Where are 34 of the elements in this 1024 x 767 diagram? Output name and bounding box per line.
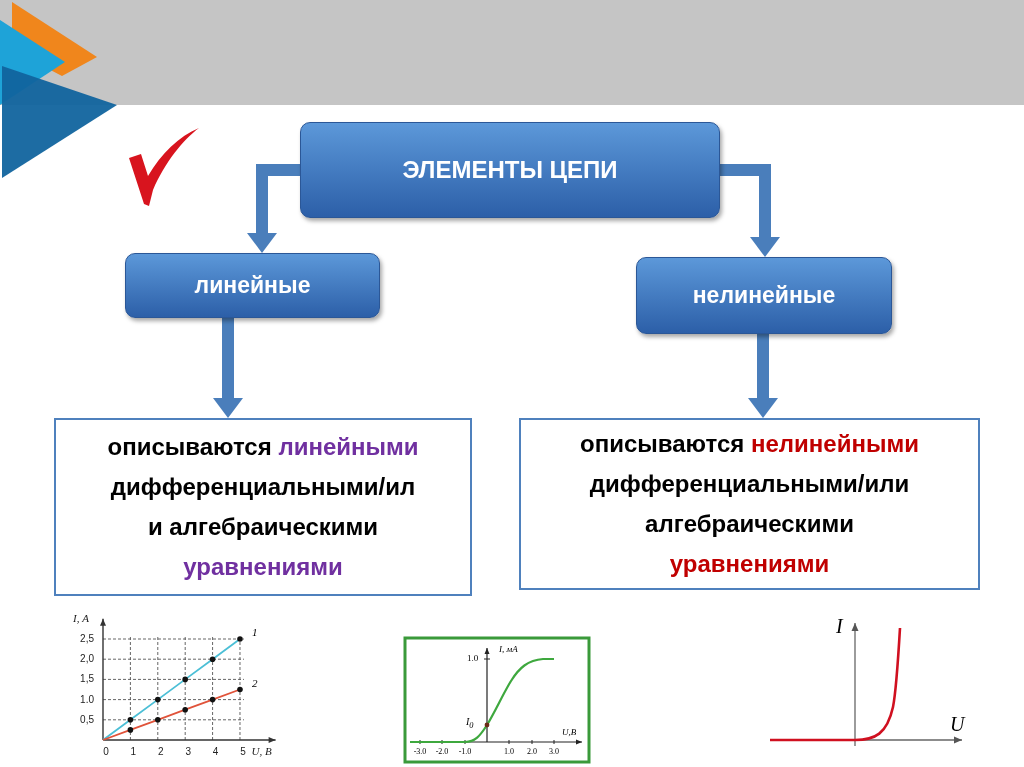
y-tick-label: 1,5 <box>80 674 94 685</box>
description-box: описываются нелинейными дифференциальными/или алгебраическими уравнениями <box>519 418 980 590</box>
x-tick-label: 2 <box>158 747 164 757</box>
y-tick-label: 2,0 <box>80 654 94 665</box>
x-tick-label: -3.0 <box>413 748 427 756</box>
series-label: 2 <box>251 677 258 689</box>
y-tick-label: 0,5 <box>80 714 94 725</box>
description-box: описываются линейными дифференциальными/ил и алгебраическими уравнениями <box>54 418 472 596</box>
arrow <box>213 318 243 418</box>
x-tick-label: 5 <box>240 747 246 757</box>
axis-title: I, мА <box>499 645 518 654</box>
category-box: нелинейные <box>636 257 892 334</box>
y-tick-label: 1.0 <box>467 654 479 663</box>
x-tick-label: -2.0 <box>435 748 449 756</box>
category-box: линейные <box>125 253 380 318</box>
arrow <box>748 334 778 418</box>
y-tick-label: 1.0 <box>80 694 94 705</box>
axis-title: U, В <box>251 746 272 757</box>
x-tick-label: 2.0 <box>527 748 537 756</box>
x-tick-label: 1.0 <box>504 748 514 756</box>
x-tick-label: 0 <box>103 747 109 757</box>
x-tick-label: -1.0 <box>458 748 472 756</box>
x-tick-label: 3 <box>185 747 191 757</box>
axis-title: I <box>836 616 843 636</box>
x-tick-label: 1 <box>130 747 137 757</box>
x-tick-label: 3.0 <box>549 748 559 756</box>
axis-title: U,В <box>562 728 577 737</box>
axis-title: I, А <box>73 612 89 624</box>
point-label: I$_{0}$ <box>466 717 474 731</box>
y-tick-label: 2,5 <box>80 634 94 644</box>
axis-title: U <box>950 714 965 734</box>
x-tick-label: 4 <box>212 747 219 757</box>
series-label: 1 <box>251 627 258 638</box>
heading-box: ЭЛЕМЕНТЫ ЦЕПИ <box>300 122 720 218</box>
